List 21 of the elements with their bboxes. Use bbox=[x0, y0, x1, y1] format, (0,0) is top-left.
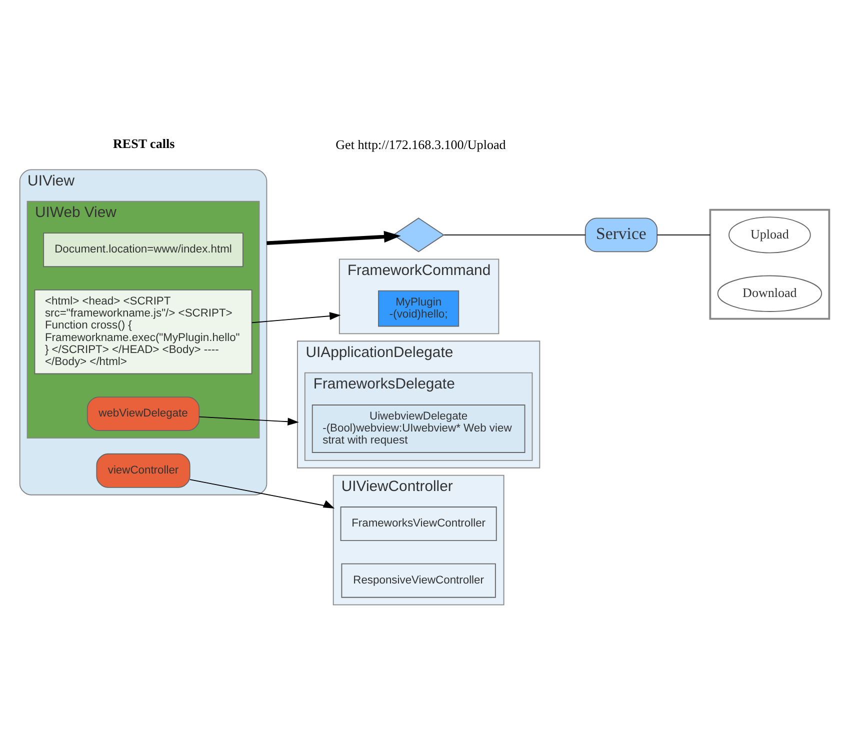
arrow bbox=[251, 312, 341, 323]
node-box: webViewDelegate bbox=[86, 396, 200, 431]
node-box: Document.location=www/index.html bbox=[43, 232, 244, 267]
node-ellipse: Upload bbox=[728, 216, 811, 253]
node-diamond bbox=[392, 217, 445, 252]
node-box: MyPlugin -(void)hello; bbox=[378, 290, 460, 326]
node-box: Service bbox=[584, 217, 658, 252]
arrow bbox=[190, 478, 335, 508]
connector bbox=[444, 234, 586, 235]
node-ellipse: Download bbox=[717, 274, 822, 312]
node-box: UiwebviewDelegate -(Bool)webview:UIwebview* Web view strat with request bbox=[312, 404, 526, 452]
arrow bbox=[266, 230, 401, 245]
node-box: FrameworksViewController bbox=[340, 506, 497, 540]
node-box: <html> <head> <SCRIPT src="frameworkname.js"/> <SCRIPT> Function cross() { Frameworkname.exec("MyPlugin.hello" } </SCRIPT> </HEAD> <Body> ---- </Body> </html> bbox=[34, 288, 252, 374]
node-box: viewController bbox=[96, 452, 190, 488]
arrow bbox=[198, 416, 299, 426]
cluster bbox=[709, 208, 830, 320]
connector bbox=[656, 234, 711, 235]
node-box: ResponsiveViewController bbox=[341, 562, 496, 598]
label: Get http://172.168.3.100/Upload bbox=[336, 136, 506, 152]
label: REST calls bbox=[112, 136, 175, 151]
